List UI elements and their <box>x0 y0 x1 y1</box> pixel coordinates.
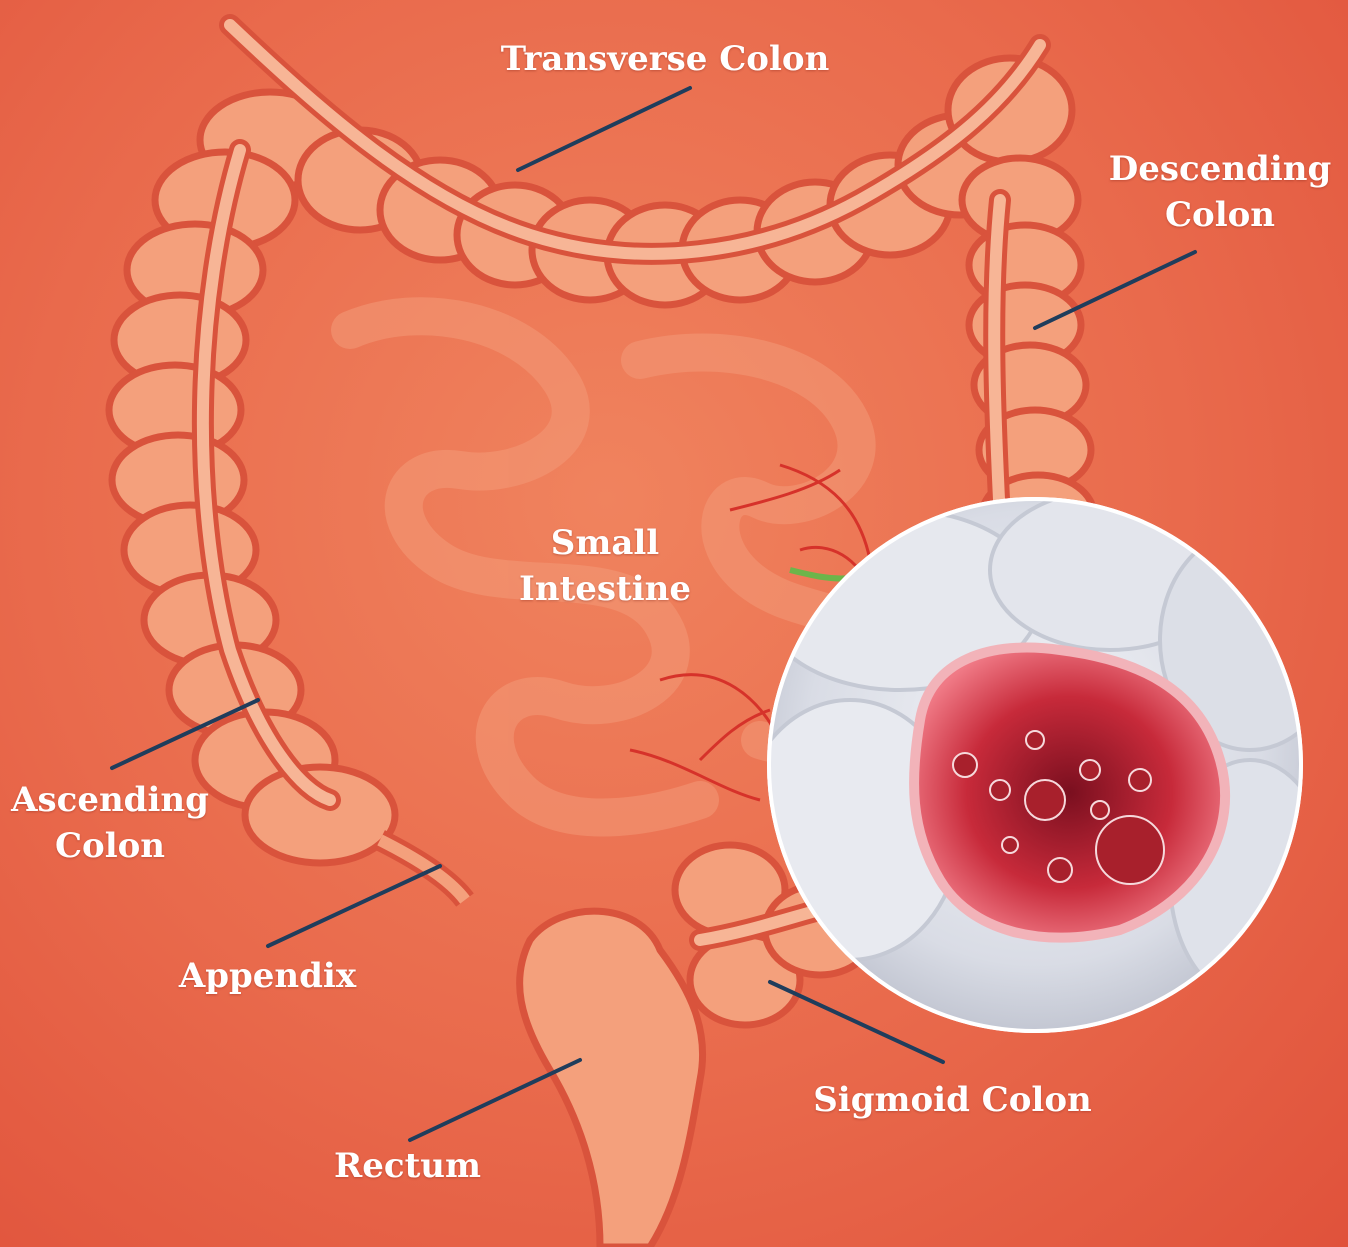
label-rectum: Rectum <box>320 1143 495 1189</box>
label-ascending-colon: Ascending Colon <box>0 777 220 869</box>
pointer-rectum <box>410 1060 580 1140</box>
label-transverse-colon: Transverse Colon <box>490 36 840 82</box>
label-appendix: Appendix <box>165 953 370 999</box>
pointer-transverse <box>518 88 690 170</box>
label-small-intestine: Small Intestine <box>490 520 720 612</box>
label-sigmoid-colon: Sigmoid Colon <box>805 1077 1100 1123</box>
pointer-appendix <box>268 866 440 946</box>
label-descending-colon: Descending Colon <box>1100 146 1340 238</box>
